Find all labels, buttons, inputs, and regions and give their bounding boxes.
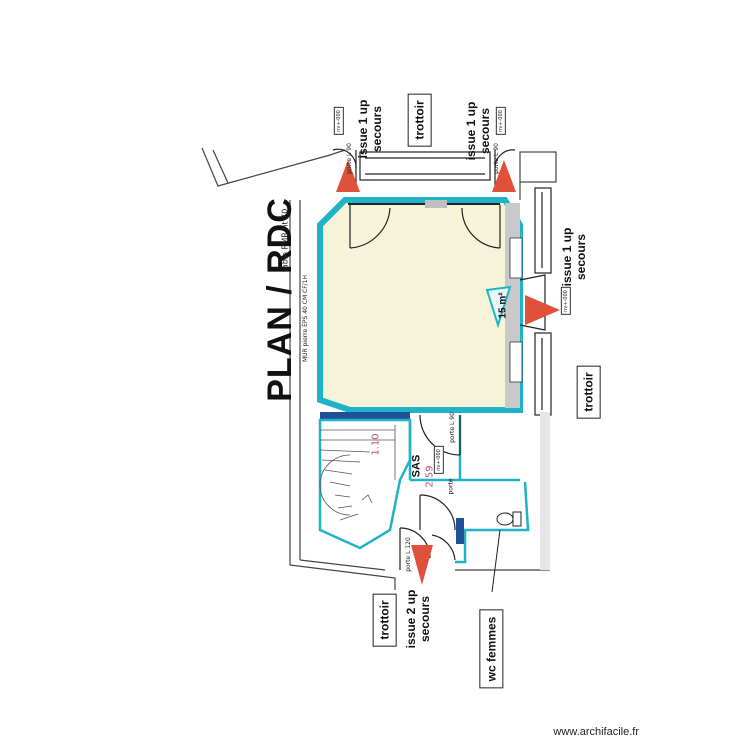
sidewalk-label-right: trottoir <box>576 365 601 419</box>
sas-door-swing <box>419 414 461 531</box>
exit-4-line2: secours <box>418 595 432 643</box>
door-swing-top-right <box>461 205 501 249</box>
sas-door-label: porte L 90 <box>448 412 456 443</box>
wall-note: MUR pierre EPS 40 CM CF/1H <box>302 274 310 363</box>
exit-label-4: issue 2 up secours <box>404 589 432 649</box>
exterior-outline <box>201 147 557 590</box>
exit-arrow-2 <box>492 160 516 192</box>
wc-door-label: porte <box>447 478 455 495</box>
level-box-1: nv+-000 <box>333 107 344 135</box>
area-marker <box>485 285 512 329</box>
watermark: www.archifacile.fr <box>553 726 639 738</box>
exit-arrow-3 <box>525 295 560 325</box>
level-box-2: nv+-000 <box>495 107 506 135</box>
stair-treads <box>319 425 396 521</box>
door-label-2: porte L 90 <box>492 143 500 174</box>
top-facade <box>332 148 516 185</box>
exit-label-1: issue 1 up secours <box>356 99 384 159</box>
exit-1-line1: issue 1 up <box>356 99 370 159</box>
toilet-icon <box>496 511 522 527</box>
sas-walls <box>408 415 530 564</box>
exit-3-line2: secours <box>574 233 588 281</box>
door-label-4: porte L 120 <box>404 537 412 572</box>
exit-arrow-1 <box>336 160 360 192</box>
level-box-3: nv+-000 <box>560 287 571 315</box>
stair-wall-band <box>320 412 410 420</box>
exit-1-line2: secours <box>370 105 384 153</box>
table-note: table PMR ht 70 <box>280 208 290 273</box>
main-room-floor <box>320 200 520 410</box>
exit-label-2: issue 1 up secours <box>464 101 492 161</box>
exit-label-3: issue 1 up secours <box>560 227 588 287</box>
exit-4-line1: issue 2 up <box>404 589 418 649</box>
stair-area <box>318 418 412 550</box>
room-area-label: 15 m² <box>497 292 509 319</box>
exit-arrow-4 <box>411 545 433 585</box>
door-swing-top-left <box>349 205 391 249</box>
right-exterior-wall <box>540 412 550 570</box>
exit-2-line1: issue 1 up <box>464 101 478 161</box>
exit-2-line2: secours <box>478 107 492 155</box>
wc-label: wc femmes <box>479 609 504 689</box>
sas-label: SAS <box>410 454 423 478</box>
sidewalk-label-bottom: trottoir <box>372 593 397 647</box>
door-label-1: porte L 90 <box>345 143 353 174</box>
exit-3-line1: issue 1 up <box>560 227 574 287</box>
dimension-sas: 1.10 <box>370 433 382 456</box>
dimension-wc: 2.59 <box>424 465 436 488</box>
sidewalk-label-top: trottoir <box>407 93 432 147</box>
